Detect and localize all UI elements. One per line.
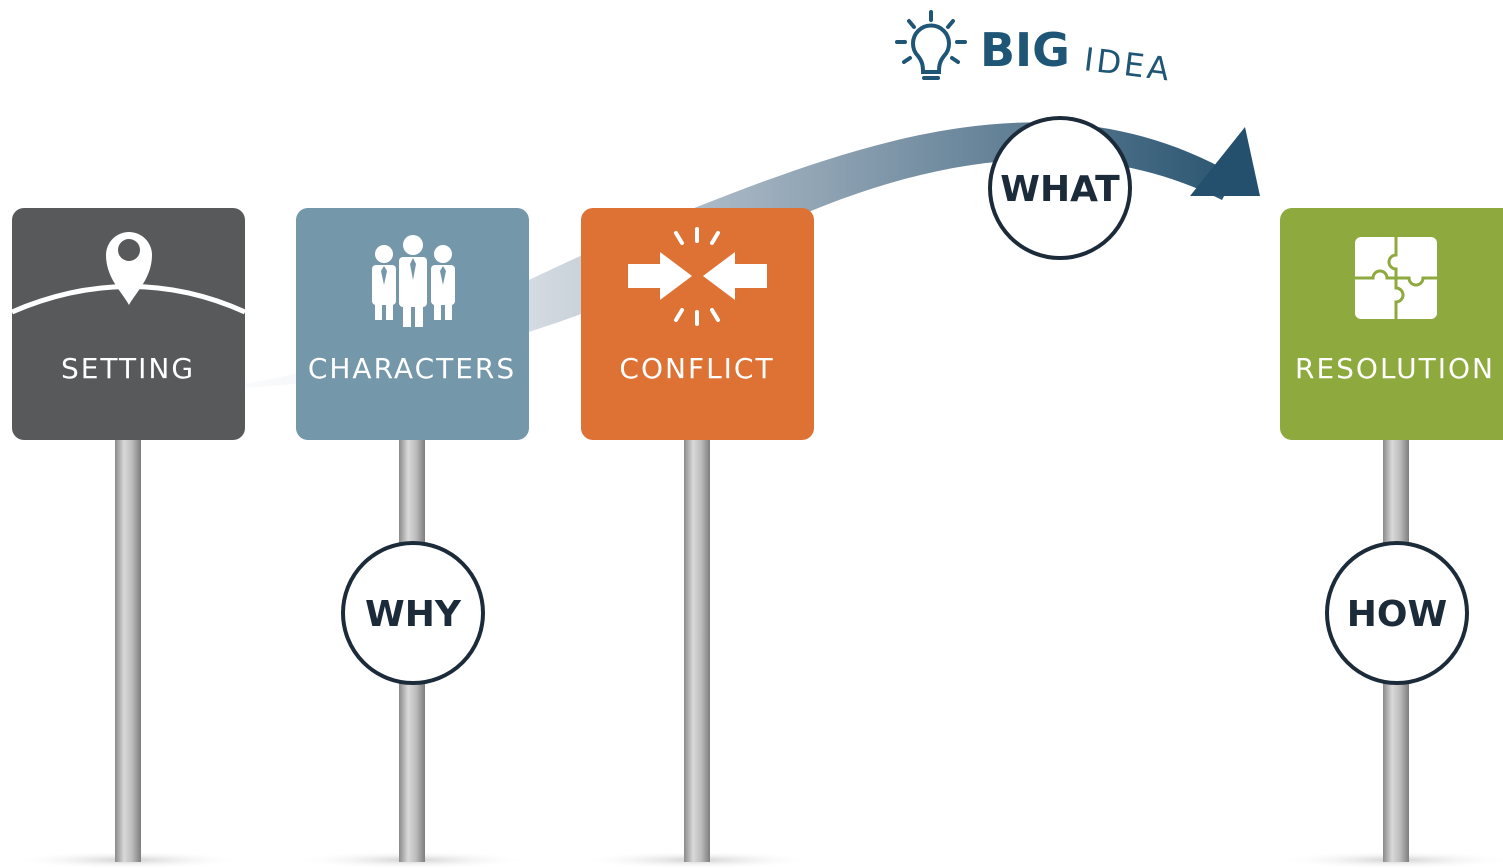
location-pin-icon <box>106 232 152 305</box>
sign-setting-label: SETTING <box>61 352 195 385</box>
big-idea-strong-text: BIG <box>980 23 1070 77</box>
big-idea-light-text: IDEA <box>1082 40 1174 88</box>
sign-setting: SETTING <box>11 208 247 440</box>
ground-shadows <box>10 851 1503 868</box>
collision-arrows-icon <box>628 252 767 300</box>
sign-characters: CHARACTERS <box>296 208 529 440</box>
impact-lines-icon <box>674 227 720 326</box>
circle-what-label: WHAT <box>1000 169 1120 210</box>
sign-conflict-label: CONFLICT <box>619 352 774 385</box>
sign-post <box>115 430 141 862</box>
circle-how-label: HOW <box>1347 594 1447 635</box>
circle-why-label: WHY <box>365 594 462 635</box>
sign-conflict: CONFLICT <box>581 208 814 440</box>
sign-characters-board <box>296 208 529 440</box>
circle-how: HOW <box>1325 541 1469 685</box>
arrow-head <box>1190 127 1260 196</box>
people-icon <box>372 235 455 327</box>
lightbulb-icon <box>895 10 967 80</box>
sign-posts <box>115 430 1409 862</box>
sign-resolution-board <box>1280 208 1503 440</box>
circle-why: WHY <box>341 541 485 685</box>
sign-post <box>684 430 710 862</box>
sign-setting-board <box>12 208 245 440</box>
sign-characters-label: CHARACTERS <box>308 352 516 385</box>
sign-resolution-label: RESOLUTION <box>1295 352 1495 385</box>
big-idea-label: BIG IDEA <box>895 10 1174 89</box>
puzzle-icon <box>1355 237 1437 319</box>
sign-resolution: RESOLUTION <box>1280 208 1503 440</box>
tie-icons <box>381 258 446 285</box>
circle-what: WHAT <box>988 116 1132 260</box>
